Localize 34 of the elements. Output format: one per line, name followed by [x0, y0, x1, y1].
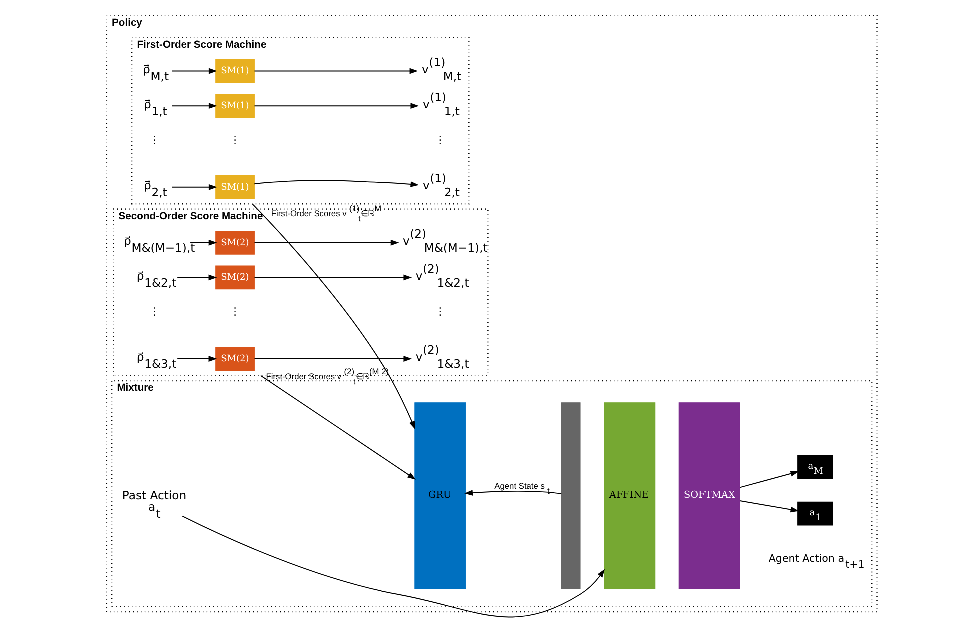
node-box: SM(2) [215, 347, 254, 371]
arrow [252, 204, 415, 430]
node-box: SM(1) [215, 175, 254, 200]
label: ⋮ [148, 134, 160, 146]
arrow [176, 274, 217, 281]
arrow [739, 500, 799, 513]
arrow [254, 274, 412, 281]
arrow [254, 180, 419, 188]
label: ⋮ [148, 306, 160, 318]
arrow [464, 490, 562, 496]
node-box: AFFINE [604, 402, 656, 590]
arrow [171, 103, 217, 110]
label: ⋮ [434, 306, 446, 318]
node-box: SOFTMAX [678, 402, 740, 590]
node-box: GRU [414, 402, 466, 590]
arrow [254, 68, 418, 74]
label: ⋮ [434, 134, 446, 146]
node-box: SM(2) [215, 266, 254, 290]
arrow [254, 240, 399, 246]
arrow [254, 356, 412, 362]
label: ⋮ [230, 134, 240, 146]
node-box: SM(1) [215, 59, 254, 84]
arrow [260, 375, 416, 480]
node-box: SM(2) [215, 230, 254, 255]
node-box: SM(1) [215, 94, 254, 118]
arrow [739, 470, 799, 488]
arrow [176, 356, 217, 362]
label: ⋮ [230, 306, 240, 318]
arrow [171, 184, 217, 190]
arrow [171, 68, 217, 74]
arrow [190, 240, 217, 246]
arrow [254, 103, 419, 110]
node-box [560, 402, 580, 590]
arrow [182, 516, 605, 618]
